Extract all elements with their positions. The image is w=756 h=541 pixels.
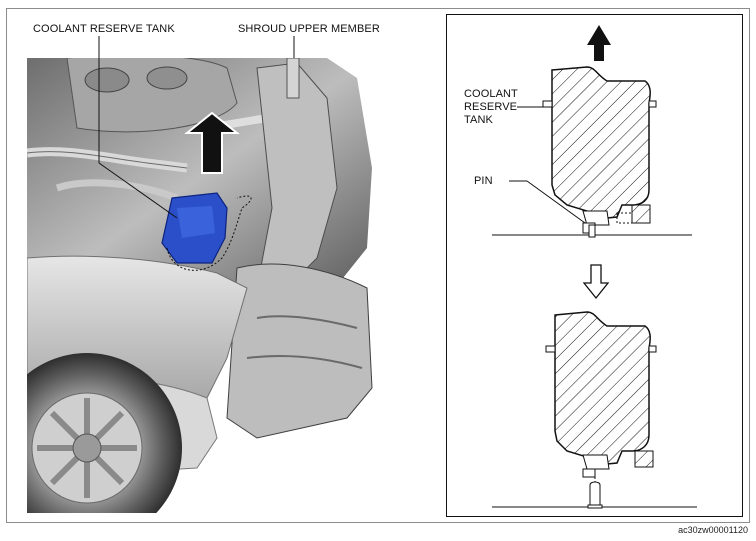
right-detail-panel: COOLANT RESERVE TANK PIN bbox=[446, 14, 743, 517]
label-shroud-upper-member: SHROUD UPPER MEMBER bbox=[238, 23, 380, 35]
label-tank-line1: COOLANT bbox=[464, 88, 518, 100]
tank-lower bbox=[554, 311, 651, 466]
label-coolant-reserve-tank: COOLANT RESERVE TANK bbox=[33, 23, 175, 35]
figure-code: ac30zw00001120 bbox=[678, 525, 748, 535]
label-tank-line3: TANK bbox=[464, 114, 493, 126]
label-pin: PIN bbox=[474, 175, 493, 187]
down-arrow-icon bbox=[582, 264, 610, 300]
engine-bay-illustration bbox=[27, 58, 382, 513]
tank-upper bbox=[551, 66, 651, 220]
label-tank-line2: RESERVE bbox=[464, 101, 518, 113]
up-arrow-icon bbox=[587, 25, 611, 61]
